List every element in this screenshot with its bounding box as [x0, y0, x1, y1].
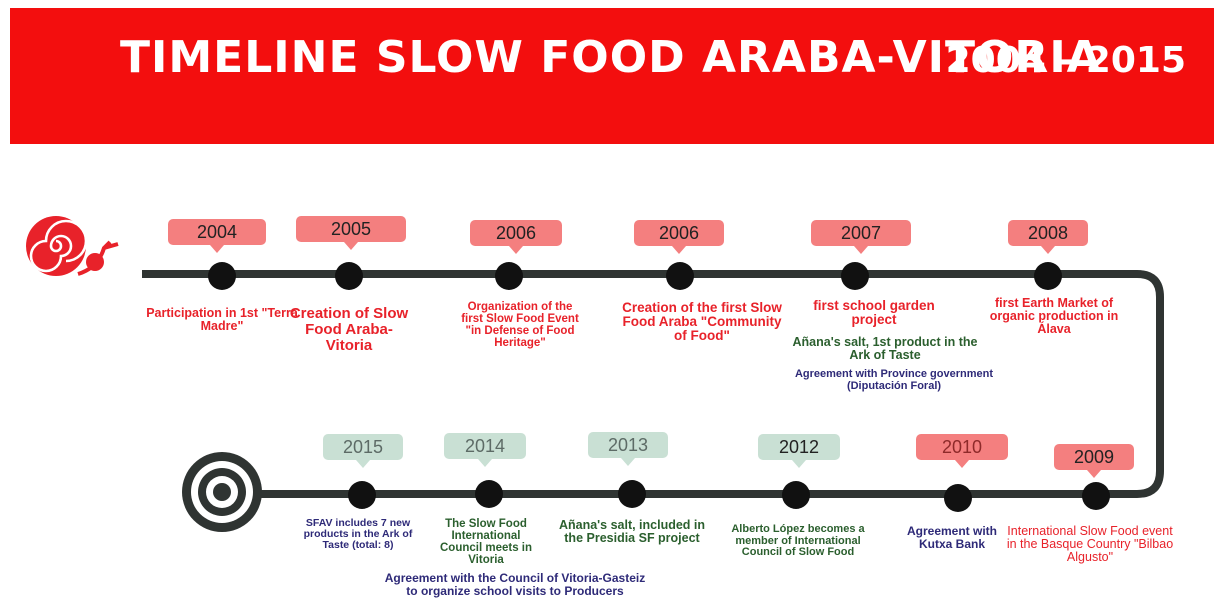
milestone-dot-2005	[335, 262, 363, 290]
year-tag-2007: 2007	[811, 220, 911, 254]
event-2014-council-meeting: The Slow Food International Council meet…	[439, 518, 533, 567]
page-title: TIMELINE SLOW FOOD ARABA-VITORIA	[120, 32, 1102, 83]
event-2012: Alberto López becomes a member of Intern…	[731, 523, 865, 559]
event-2013: Añana's salt, included in the Presidia S…	[558, 518, 706, 546]
milestone-dot-2006	[666, 262, 694, 290]
milestone-dot-2013	[618, 480, 646, 508]
event-2007-school-garden: first school garden project	[813, 298, 935, 328]
milestone-dot-2006	[495, 262, 523, 290]
milestone-dot-2010	[944, 484, 972, 512]
year-tag-2008: 2008	[1008, 220, 1088, 254]
milestone-dot-2012	[782, 481, 810, 509]
milestone-dot-2009	[1082, 482, 1110, 510]
event-2006-food-heritage: Organization of the first Slow Food Even…	[461, 301, 579, 350]
milestone-dot-2007	[841, 262, 869, 290]
year-tag-2009: 2009	[1054, 444, 1134, 478]
event-2014-school-visits: Agreement with the Council of Vitoria-Ga…	[384, 571, 646, 598]
event-2007-province-agreement: Agreement with Province government (Dipu…	[794, 368, 994, 392]
year-tag-2006-community: 2006	[634, 220, 724, 254]
year-tag-2012: 2012	[758, 434, 840, 468]
year-tag-2014: 2014	[444, 433, 526, 467]
year-tag-2005: 2005	[296, 216, 406, 250]
year-range: 2004 - 2015	[945, 40, 1186, 81]
year-tag-2015: 2015	[323, 434, 403, 468]
year-tag-2006-event: 2006	[470, 220, 562, 254]
milestone-dot-2015	[348, 481, 376, 509]
milestone-dot-2014	[475, 480, 503, 508]
event-2009: International Slow Food event in the Bas…	[1006, 524, 1174, 565]
title-banner: TIMELINE SLOW FOOD ARABA-VITORIA 2004 - …	[10, 8, 1214, 144]
event-2015: SFAV includes 7 new products in the Ark …	[303, 517, 413, 552]
snail-icon	[26, 216, 119, 276]
event-2006-community-of-food: Creation of the first Slow Food Araba "C…	[622, 300, 782, 344]
event-2005: Creation of Slow Food Araba-Vitoria	[289, 305, 409, 354]
milestone-dot-2008	[1034, 262, 1062, 290]
event-2007-ark-of-taste: Añana's salt, 1st product in the Ark of …	[792, 335, 978, 363]
milestone-dot-2004	[208, 262, 236, 290]
year-tag-2004: 2004	[168, 219, 266, 253]
target-icon	[182, 452, 262, 532]
event-2008: first Earth Market of organic production…	[989, 296, 1119, 337]
year-tag-2010: 2010	[916, 434, 1008, 468]
event-2004: Participation in 1st "Terra Madre"	[146, 306, 298, 334]
year-tag-2013: 2013	[588, 432, 668, 466]
event-2010: Agreement with Kutxa Bank	[906, 524, 997, 551]
